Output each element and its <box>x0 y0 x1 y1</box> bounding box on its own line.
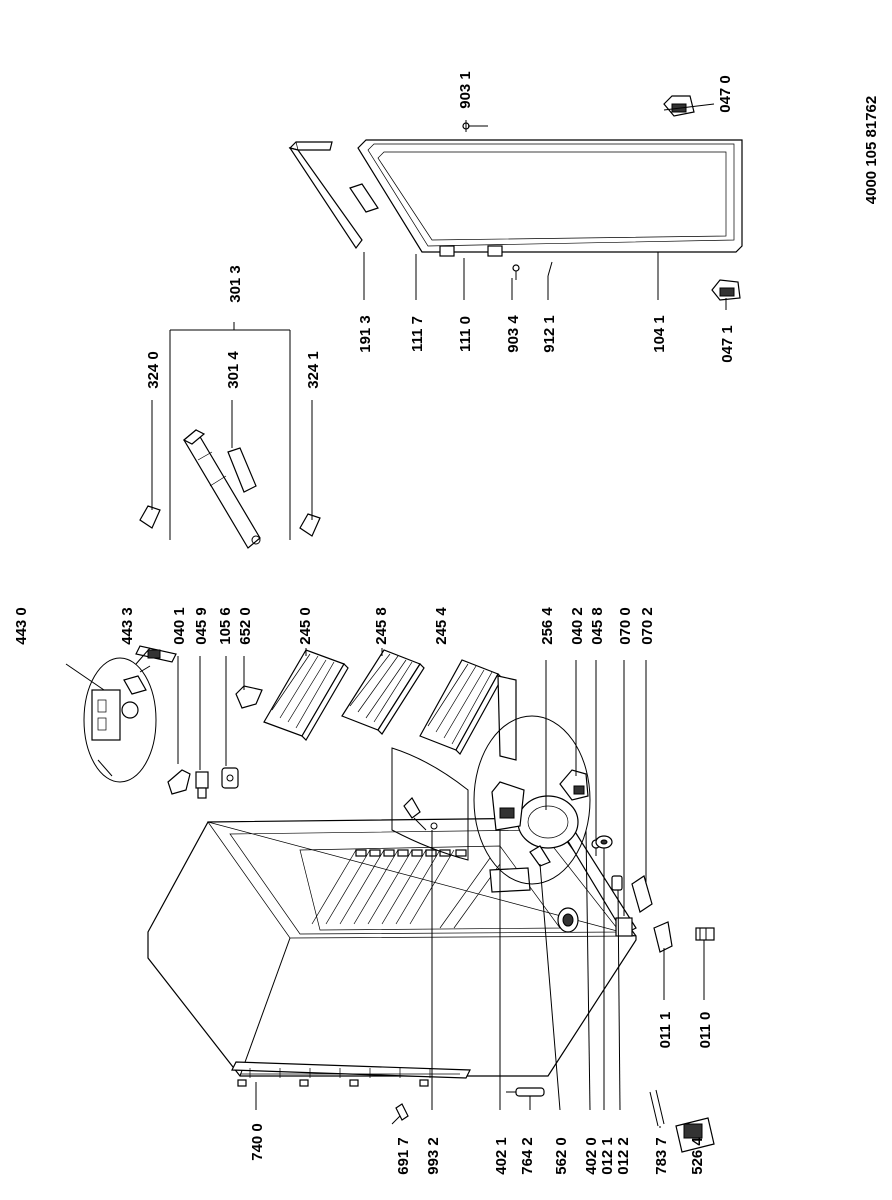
label-0459: 045 9 <box>193 607 210 645</box>
label-5620: 562 0 <box>553 1137 570 1175</box>
shelf-2450 <box>263 649 349 741</box>
label-0458: 045 8 <box>589 607 606 645</box>
pin-9121-icon <box>547 261 553 277</box>
label-3014: 301 4 <box>225 351 242 389</box>
bracket-0111-icon <box>653 921 673 953</box>
top-hinge-group <box>139 322 321 549</box>
label-3240: 324 0 <box>145 351 162 389</box>
label-4021: 402 1 <box>493 1137 510 1175</box>
label-0700: 070 0 <box>617 607 634 645</box>
label-1117: 111 7 <box>409 316 426 352</box>
label-3013: 301 3 <box>227 265 244 303</box>
foot-0702-icon <box>631 875 653 913</box>
compressor-icon <box>517 795 579 849</box>
label-4433: 443 3 <box>119 607 136 645</box>
lamp-holder-icon <box>403 797 421 819</box>
label-6917: 691 7 <box>395 1137 412 1175</box>
label-7400: 740 0 <box>249 1123 266 1161</box>
compressor-group <box>473 715 591 885</box>
grommet-0121-icon <box>595 835 613 849</box>
hinge-6520-icon <box>235 685 263 709</box>
condenser-7400 <box>231 1061 471 1087</box>
label-0122: 012 2 <box>615 1137 632 1175</box>
clip-3240-icon <box>139 505 161 529</box>
thermostat-2564-icon <box>557 907 579 933</box>
label-5264: 526 4 <box>689 1137 706 1175</box>
door-panel <box>357 139 743 253</box>
tube-7837-icon <box>649 1089 665 1127</box>
shelf-2454 <box>419 659 517 761</box>
inner-label <box>489 867 531 893</box>
hinge-0402-icon <box>559 769 589 801</box>
label-4430: 443 0 <box>13 607 30 645</box>
label-7642: 764 2 <box>519 1137 536 1175</box>
door-hinge-right <box>487 245 503 257</box>
part-labels: 047 0 903 1 301 3 324 0 301 4 324 1 191 … <box>13 71 736 1175</box>
shelf-2458 <box>341 649 425 735</box>
label-0470: 047 0 <box>717 75 734 113</box>
screw-9034-icon <box>512 264 520 280</box>
label-7837: 783 7 <box>653 1137 670 1175</box>
door-hinge-left <box>439 245 455 257</box>
lamp-group <box>391 747 469 861</box>
label-2564: 256 4 <box>539 607 556 645</box>
bracket-0401-icon <box>167 769 191 795</box>
cabinet <box>147 807 637 1087</box>
sensor-6917-icon <box>391 1103 409 1125</box>
document-id: 4000 105 81762 <box>863 96 880 204</box>
clip-5620-icon <box>529 845 551 867</box>
label-9031: 903 1 <box>457 71 474 109</box>
label-0121: 012 1 <box>599 1137 616 1175</box>
bracket-0470-icon <box>663 95 695 117</box>
label-0111: 011 1 <box>657 1012 674 1049</box>
filter-7642-icon <box>506 1087 545 1097</box>
leader-lines <box>65 103 727 1128</box>
label-0401: 040 1 <box>171 607 188 645</box>
label-2458: 245 8 <box>373 607 390 645</box>
label-3241: 324 1 <box>305 351 322 389</box>
door-top-cover <box>288 141 363 250</box>
label-1041: 104 1 <box>651 315 668 353</box>
hinge-cover-3014 <box>182 429 261 549</box>
label-1056: 105 6 <box>217 607 234 645</box>
label-4020: 402 0 <box>583 1137 600 1175</box>
spacer-0122-icon <box>611 875 623 891</box>
label-1913: 191 3 <box>357 315 374 353</box>
label-9121: 912 1 <box>541 315 558 353</box>
hinge-insert <box>227 447 257 493</box>
cover-4433-icon <box>135 645 177 663</box>
relay-4021-icon <box>491 781 525 831</box>
packaging-5264-icon <box>675 1117 715 1153</box>
label-2454: 245 4 <box>433 607 450 645</box>
clip-3241-icon <box>299 513 321 537</box>
label-1110: 111 0 <box>457 316 474 352</box>
label-9034: 903 4 <box>505 315 522 353</box>
bracket-0471-icon <box>711 279 741 301</box>
control-kit-4430 <box>83 657 157 783</box>
label-9932: 993 2 <box>425 1137 442 1175</box>
label-0110: 011 0 <box>697 1012 714 1049</box>
foot-0110-icon <box>695 927 715 941</box>
bushing-0459-icon <box>195 771 209 799</box>
label-0402: 040 2 <box>569 607 586 645</box>
label-6520: 652 0 <box>237 607 254 645</box>
label-0471: 047 1 <box>719 325 736 363</box>
label-2450: 245 0 <box>297 607 314 645</box>
spacer-1056-icon <box>221 767 239 789</box>
label-0702: 070 2 <box>639 607 656 645</box>
door-badge <box>349 183 379 213</box>
door-assembly <box>288 95 743 301</box>
